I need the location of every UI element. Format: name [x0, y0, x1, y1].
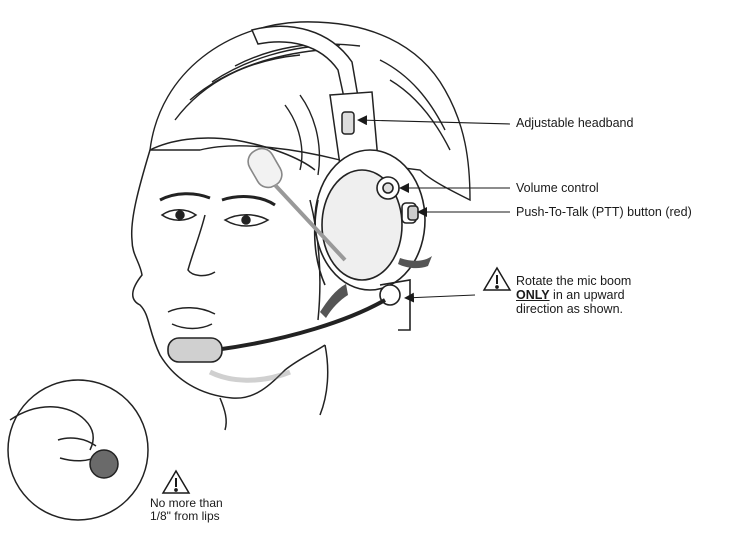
rotate-warning-line1: Rotate the mic boom — [516, 274, 726, 288]
headband-label: Adjustable headband — [516, 116, 633, 131]
rotate-warning-line3: direction as shown. — [516, 302, 726, 316]
ptt-label: Push-To-Talk (PTT) button (red) — [516, 205, 692, 220]
lips-note-line2: 1/8" from lips — [150, 510, 223, 523]
warning-triangle-icon — [163, 471, 189, 493]
emphasis-only: ONLY — [516, 288, 550, 302]
rotate-warning: Rotate the mic boom ONLY in an upward di… — [516, 274, 726, 316]
lips-note: No more than 1/8" from lips — [150, 497, 223, 523]
face — [132, 138, 328, 430]
rotate-warning-line2: ONLY in an upward — [516, 288, 726, 302]
earcup — [315, 150, 425, 290]
hair — [150, 22, 470, 200]
volume-label: Volume control — [516, 181, 599, 196]
warning-triangle-icon — [484, 268, 510, 290]
lips-inset — [8, 380, 148, 520]
rotate-warning-line2-rest: in an upward — [550, 288, 625, 302]
